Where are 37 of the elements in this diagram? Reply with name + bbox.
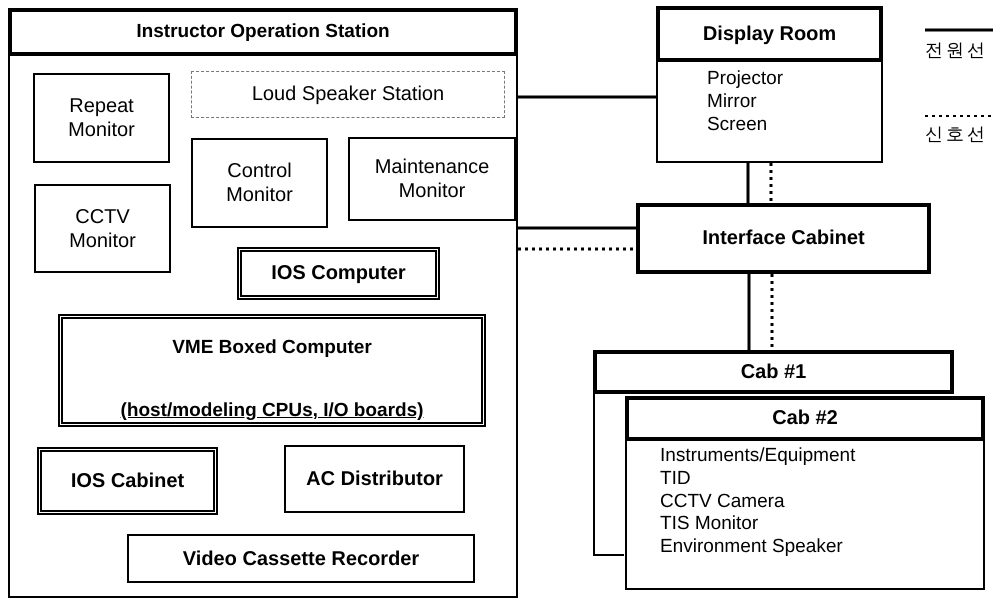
- monitor-box: Control Monitor: [191, 138, 328, 228]
- heading-bar: Instructor Operation Station: [8, 8, 518, 56]
- monitor-box: Maintenance Monitor: [348, 137, 516, 221]
- title-bar: Cab #2: [625, 396, 985, 441]
- title-bar: Display Room: [656, 6, 883, 62]
- cabinet-box: IOS Cabinet: [37, 447, 218, 515]
- list-item: TIS Monitor: [660, 513, 760, 536]
- cabinet-box: Interface Cabinet: [636, 203, 931, 274]
- signal-line: [518, 248, 636, 250]
- legend-label: 전원선: [925, 39, 988, 62]
- list-item: Projector: [707, 68, 784, 91]
- computer-box: IOS Computer: [237, 247, 440, 300]
- list-item: Screen: [707, 114, 768, 136]
- computer-box: [58, 314, 486, 427]
- power-line: [518, 226, 636, 230]
- list-item: Instruments/Equipment: [660, 445, 856, 468]
- legend-label: 신호선: [925, 123, 988, 146]
- cabinet-box: [625, 396, 985, 590]
- signal-line: [770, 274, 774, 350]
- distributor-box: AC Distributor: [284, 445, 465, 513]
- power-line: [518, 96, 656, 98]
- list-item: Mirror: [707, 90, 758, 114]
- list-item: CCTV Camera: [660, 490, 786, 514]
- signal-line: [770, 163, 772, 203]
- recorder-box: Video Cassette Recorder: [127, 534, 475, 583]
- list-item: Environment Speaker: [660, 536, 844, 559]
- power-line: [746, 163, 750, 203]
- title-bar: Cab #1: [593, 350, 954, 394]
- station-panel: [8, 8, 518, 598]
- list-item: TID: [660, 468, 692, 491]
- display-room-box: [656, 6, 883, 163]
- power-line: [748, 274, 750, 350]
- speaker-station-box: Loud Speaker Station: [191, 71, 505, 118]
- box-text: VME Boxed Computer: [172, 337, 372, 359]
- monitor-box: CCTV Monitor: [34, 184, 171, 273]
- box-text: (host/modeling CPUs, I/O boards): [120, 401, 424, 422]
- monitor-box: Repeat Monitor: [33, 73, 170, 163]
